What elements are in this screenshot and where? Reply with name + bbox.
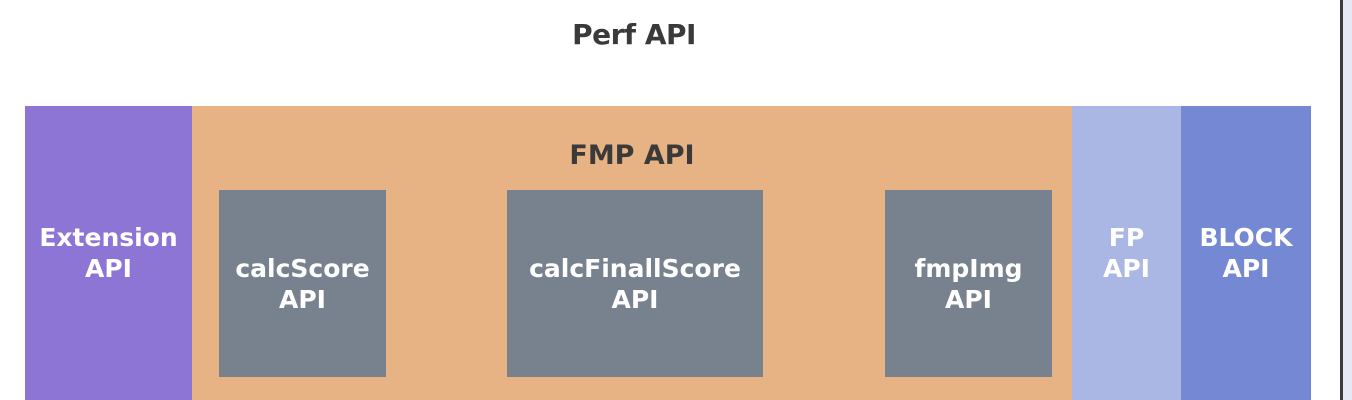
calcfinallscore-api-block: calcFinallScore API (507, 190, 763, 377)
extension-api-label-line1: Extension (39, 223, 178, 252)
fmpimg-api-block: fmpImg API (885, 190, 1052, 377)
extension-api-label-line2: API (85, 254, 132, 283)
fmpimg-api-label-line2: API (945, 284, 992, 314)
fp-api-block: FP API (1072, 106, 1181, 400)
calcfinallscore-api-label-line1: calcFinallScore (529, 253, 741, 283)
block-api-block: BLOCK API (1181, 106, 1311, 400)
calcfinallscore-api-label-line2: API (611, 284, 659, 314)
extension-api-block: Extension API (25, 106, 192, 400)
fmp-api-title: FMP API (569, 140, 695, 171)
block-api-label-line2: API (1222, 254, 1270, 283)
fp-api-label-line1: FP (1108, 223, 1145, 252)
calcscore-api-block: calcScore API (219, 190, 386, 377)
fmp-api-block: FMP API calcScore API calcFinallScore AP… (192, 106, 1072, 400)
fp-api-label-line2: API (1103, 254, 1150, 283)
diagram-title: Perf API (572, 18, 696, 51)
scrollbar-track[interactable] (1340, 0, 1352, 400)
scrollbar-edge (1340, 0, 1343, 400)
calcscore-api-label-line2: API (279, 284, 326, 314)
calcscore-api-label-line1: calcScore (235, 253, 370, 283)
block-api-label-line1: BLOCK (1199, 223, 1293, 252)
fmpimg-api-label-line1: fmpImg (914, 253, 1023, 283)
